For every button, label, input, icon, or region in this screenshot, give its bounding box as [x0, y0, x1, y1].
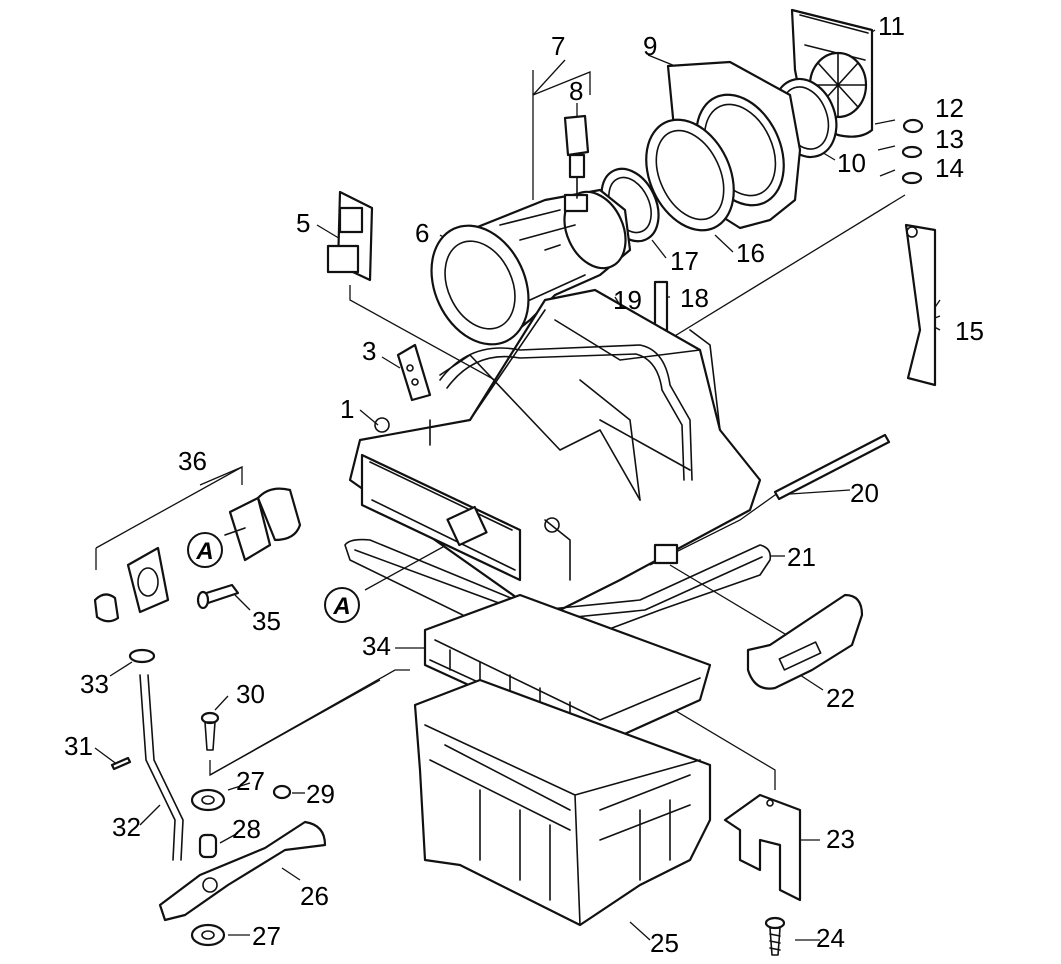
part-20-rod: [773, 433, 891, 501]
callout-6: 6: [415, 218, 429, 248]
part-22-handle: [746, 593, 864, 690]
svg-text:A: A: [332, 593, 350, 620]
part-35-screw: [196, 583, 240, 610]
callout-15: 15: [955, 316, 984, 346]
part-19-hose: [439, 344, 693, 481]
callout-9: 9: [643, 31, 657, 61]
part-36-switch-assembly: [93, 487, 302, 623]
callout-29: 29: [306, 779, 335, 809]
part-12-nut: [902, 118, 924, 134]
callout-14: 14: [935, 153, 964, 183]
callout-23: 23: [826, 824, 855, 854]
part-27-bushing-upper: [190, 788, 226, 812]
callout-11: 11: [878, 11, 905, 41]
callout-30: 30: [236, 679, 265, 709]
callout-22: 22: [826, 683, 855, 713]
part-24-screw: [764, 916, 786, 956]
part-8-connector: [563, 114, 590, 199]
callout-17: 17: [670, 246, 699, 276]
part-27-bushing-lower: [190, 923, 226, 947]
callout-1: 1: [340, 394, 354, 424]
callout-20: 20: [850, 478, 879, 508]
part-13-lock-washer: [901, 145, 923, 159]
part-25-container: [413, 678, 712, 927]
callout-labels: 1 3 5 6 7 8 9 10 11 12 13 14 15 16 17 18…: [64, 11, 984, 958]
part-23-bracket: [723, 793, 802, 902]
callout-16: 16: [736, 238, 765, 268]
callout-24: 24: [816, 923, 845, 953]
part-3-bracket: [396, 343, 432, 402]
svg-text:A: A: [195, 538, 213, 565]
part-30-screw: [200, 711, 220, 751]
callout-28: 28: [232, 814, 261, 844]
callout-27-upper: 27: [236, 766, 265, 796]
part-6-motor: [430, 188, 632, 346]
callout-10: 10: [837, 148, 866, 178]
callout-27-lower: 27: [252, 921, 281, 951]
reference-mark-a-housing: A: [324, 587, 360, 623]
part-29-fastener: [272, 784, 292, 800]
part-18-strip: [653, 280, 669, 332]
part-15-strap: [904, 223, 937, 387]
callout-33: 33: [80, 669, 109, 699]
leader-lines: [94, 29, 941, 941]
callout-26: 26: [300, 881, 329, 911]
part-32-rod: [139, 674, 184, 861]
callout-13: 13: [935, 124, 964, 154]
callout-31: 31: [64, 731, 93, 761]
callout-36: 36: [178, 446, 207, 476]
reference-mark-a-switch: A: [187, 532, 223, 568]
callout-19: 19: [613, 285, 642, 315]
part-1-main-housing: [348, 288, 762, 612]
part-31-pin: [110, 756, 132, 771]
callout-8: 8: [569, 76, 583, 106]
callout-32: 32: [112, 812, 141, 842]
part-5-circuit-board: [326, 190, 374, 282]
callout-35: 35: [252, 606, 281, 636]
part-14-washer: [901, 171, 923, 185]
part-26-lever-arm: [158, 820, 327, 922]
callout-25: 25: [650, 928, 679, 958]
callout-34: 34: [362, 631, 391, 661]
callout-5: 5: [296, 208, 310, 238]
callout-18: 18: [680, 283, 709, 313]
part-33-washer: [128, 648, 156, 664]
callout-3: 3: [362, 336, 376, 366]
part-28-spacer: [198, 833, 218, 859]
callout-7: 7: [551, 31, 565, 61]
callout-12: 12: [935, 93, 964, 123]
callout-21: 21: [787, 542, 816, 572]
